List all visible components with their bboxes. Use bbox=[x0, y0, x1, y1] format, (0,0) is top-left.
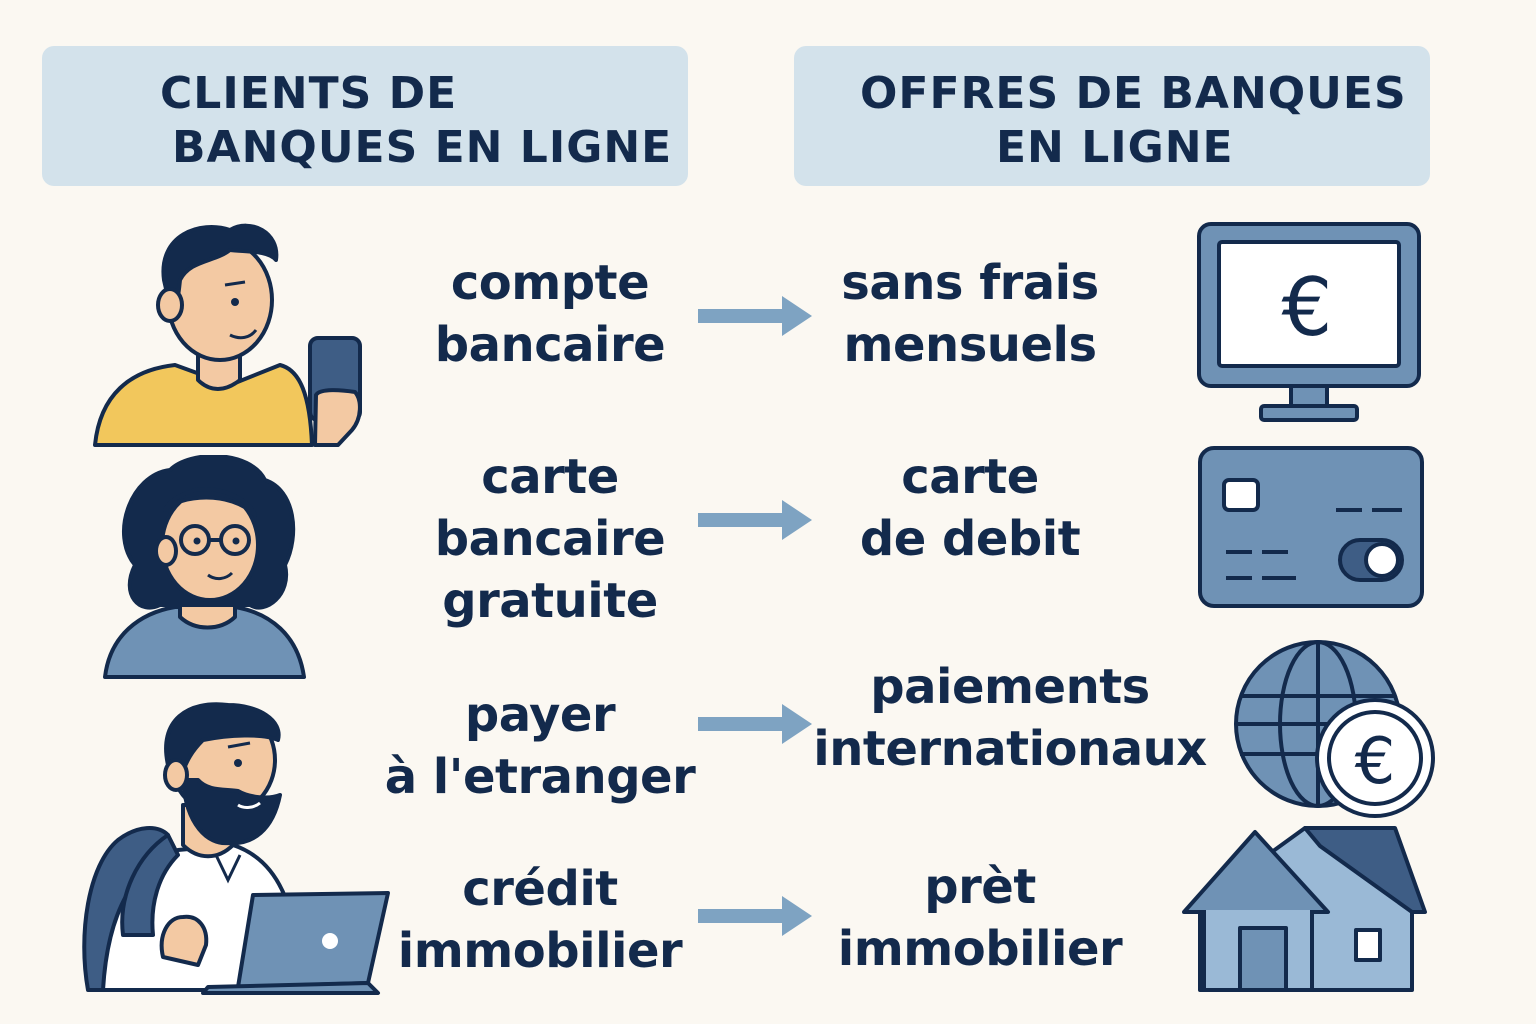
need-line: bancaire bbox=[434, 511, 666, 567]
offers-header: OFFRES DE BANQUES EN LIGNE bbox=[794, 46, 1430, 186]
clients-header-line-1: CLIENTS DE bbox=[160, 68, 458, 119]
need-line: payer bbox=[464, 687, 616, 743]
need-line: gratuite bbox=[442, 573, 658, 629]
arrow-icon bbox=[698, 500, 812, 540]
euro-symbol: € bbox=[1282, 261, 1333, 354]
need-line: compte bbox=[450, 255, 650, 311]
man-phone-icon bbox=[93, 223, 362, 447]
clients-header-line-2: BANQUES EN LIGNE bbox=[172, 122, 673, 173]
bearded-man-laptop-icon bbox=[82, 702, 390, 995]
offer-line: sans frais bbox=[841, 255, 1099, 311]
offer-label-home-loan: prèt immobilier bbox=[830, 856, 1130, 980]
woman-glasses-icon bbox=[103, 455, 306, 679]
offer-line: paiements bbox=[870, 659, 1150, 715]
offer-line: internationaux bbox=[813, 721, 1207, 777]
need-label-pay-abroad: payer à l'etranger bbox=[380, 684, 700, 808]
offers-header-line-2: EN LIGNE bbox=[996, 122, 1234, 173]
need-line: crédit bbox=[462, 861, 618, 917]
offer-line: de debit bbox=[859, 511, 1081, 567]
arrow-icon bbox=[698, 704, 812, 744]
arrow-icon bbox=[698, 896, 812, 936]
offer-line: immobilier bbox=[837, 921, 1123, 977]
offer-line: carte bbox=[901, 449, 1039, 505]
need-label-account: compte bancaire bbox=[410, 252, 690, 376]
euro-symbol: € bbox=[1355, 725, 1396, 799]
offer-line: prèt bbox=[924, 859, 1036, 915]
offer-label-international: paiements internationaux bbox=[805, 656, 1215, 780]
house-icon bbox=[1182, 826, 1427, 992]
need-label-free-card: carte bancaire gratuite bbox=[410, 446, 690, 632]
offers-header-line-1: OFFRES DE BANQUES bbox=[860, 68, 1407, 119]
need-line: bancaire bbox=[434, 317, 666, 373]
arrow-icon bbox=[698, 296, 812, 336]
monitor-euro-icon: € bbox=[1197, 222, 1421, 422]
offer-line: mensuels bbox=[843, 317, 1097, 373]
offer-label-no-fees: sans frais mensuels bbox=[820, 252, 1120, 376]
need-line: à l'etranger bbox=[384, 749, 696, 805]
clients-header: CLIENTS DE BANQUES EN LIGNE bbox=[42, 46, 688, 186]
credit-card-icon bbox=[1198, 446, 1424, 608]
need-label-mortgage: crédit immobilier bbox=[390, 858, 690, 982]
need-line: immobilier bbox=[397, 923, 683, 979]
need-line: carte bbox=[481, 449, 619, 505]
globe-euro-icon: € bbox=[1234, 640, 1435, 818]
offer-label-debit-card: carte de debit bbox=[820, 446, 1120, 570]
